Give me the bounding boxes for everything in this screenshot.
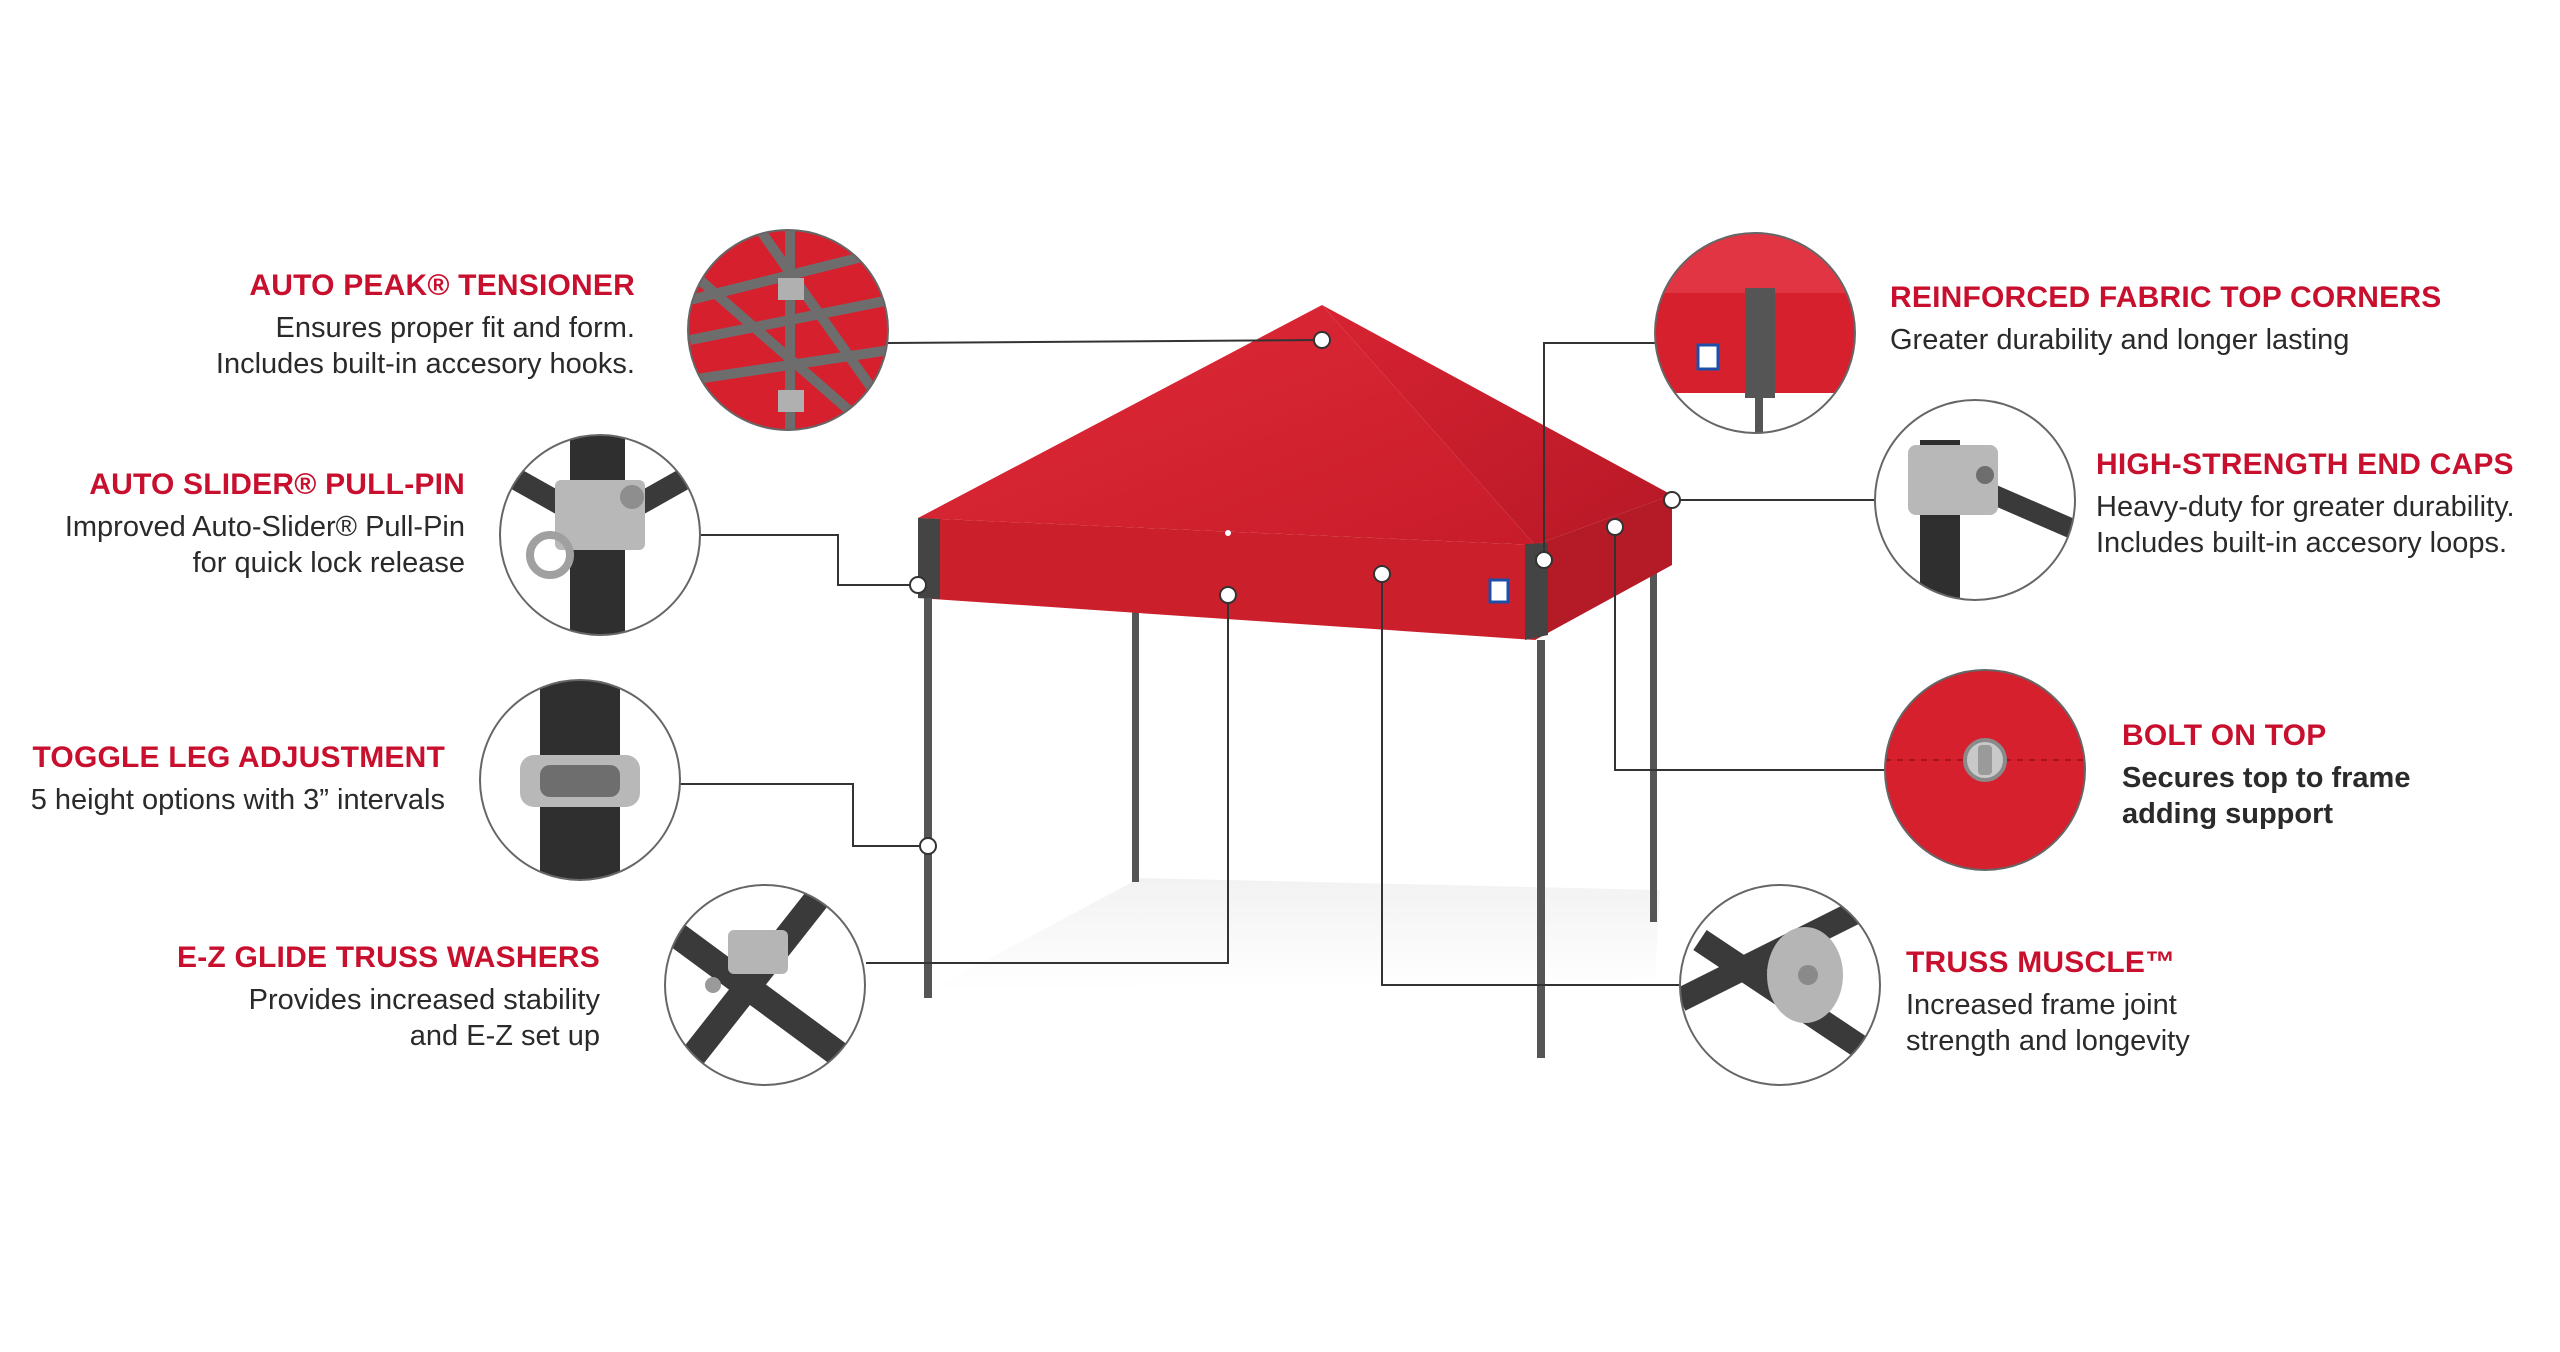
tent-leg-front-right bbox=[1537, 640, 1545, 1058]
dot-truss-muscle bbox=[1373, 565, 1391, 583]
feature-desc-line: strength and longevity bbox=[1906, 1025, 2190, 1057]
feature-description: 5 height options with 3” intervals bbox=[0, 782, 445, 818]
detail-end-caps bbox=[1874, 399, 2076, 601]
detail-auto-slider bbox=[499, 434, 701, 636]
connector-auto-slider bbox=[700, 534, 918, 586]
ground-shadow bbox=[930, 878, 1660, 990]
feature-description: Ensures proper fit and form. Includes bu… bbox=[0, 310, 635, 382]
detail-bolt-top bbox=[1884, 669, 2086, 871]
feature-title: AUTO PEAK® TENSIONER bbox=[249, 269, 635, 302]
feature-title: E-Z GLIDE TRUSS WASHERS bbox=[177, 941, 600, 974]
feature-auto-slider: AUTO SLIDER® PULL-PIN Improved Auto-Slid… bbox=[0, 467, 465, 581]
dot-truss-washers bbox=[1219, 586, 1237, 604]
feature-bolt-top: BOLT ON TOP Secures top to frame adding … bbox=[2122, 718, 2560, 832]
connector-truss-muscle bbox=[1381, 574, 1680, 986]
canopy-grommet bbox=[1225, 530, 1231, 536]
feature-description: Improved Auto-Slider® Pull-Pin for quick… bbox=[0, 509, 465, 581]
feature-desc-line: Includes built-in accesory loops. bbox=[2096, 527, 2508, 559]
tent-leg-back-right bbox=[1650, 560, 1657, 922]
dot-auto-peak bbox=[1313, 331, 1331, 349]
feature-desc-line: adding support bbox=[2122, 798, 2334, 830]
feature-desc-line: Greater durability and longer lasting bbox=[1890, 324, 2350, 356]
connector-truss-washers bbox=[866, 595, 1229, 964]
feature-description: Greater durability and longer lasting bbox=[1890, 322, 2560, 358]
detail-toggle-leg bbox=[479, 679, 681, 881]
detail-fabric-corners bbox=[1654, 232, 1856, 434]
feature-fabric-corners: REINFORCED FABRIC TOP CORNERS Greater du… bbox=[1890, 280, 2560, 358]
canopy-roof-left bbox=[918, 305, 1535, 545]
feature-truss-washers: E-Z GLIDE TRUSS WASHERS Provides increas… bbox=[0, 940, 600, 1054]
detail-truss-washers bbox=[664, 884, 866, 1086]
connector-fabric-corners bbox=[1543, 342, 1655, 555]
feature-truss-muscle: TRUSS MUSCLE™ Increased frame joint stre… bbox=[1906, 945, 2560, 1059]
feature-toggle-leg: TOGGLE LEG ADJUSTMENT 5 height options w… bbox=[0, 740, 445, 818]
feature-desc-line: Ensures proper fit and form. bbox=[275, 312, 635, 344]
detail-truss-muscle bbox=[1679, 884, 1881, 1086]
canopy-valance-side bbox=[1535, 495, 1672, 640]
connector-toggle-leg bbox=[680, 783, 925, 847]
feature-desc-line: Increased frame joint bbox=[1906, 989, 2177, 1021]
detail-auto-peak bbox=[687, 229, 889, 431]
feature-desc-line: for quick lock release bbox=[192, 547, 465, 579]
feature-desc-line: and E-Z set up bbox=[409, 1020, 600, 1052]
dot-auto-slider bbox=[909, 576, 927, 594]
feature-desc-line: 5 height options with 3” intervals bbox=[30, 784, 445, 816]
feature-title: REINFORCED FABRIC TOP CORNERS bbox=[1890, 281, 2442, 314]
connector-bolt-top bbox=[1614, 527, 1885, 771]
feature-title: BOLT ON TOP bbox=[2122, 719, 2327, 752]
feature-desc-line: Secures top to frame bbox=[2122, 762, 2411, 794]
feature-title: TRUSS MUSCLE™ bbox=[1906, 946, 2176, 979]
connector-lines bbox=[680, 339, 1885, 986]
feature-description: Heavy-duty for greater durability. Inclu… bbox=[2096, 489, 2560, 561]
feature-auto-peak: AUTO PEAK® TENSIONER Ensures proper fit … bbox=[0, 268, 635, 382]
feature-title: AUTO SLIDER® PULL-PIN bbox=[89, 468, 465, 501]
tent-leg-front-left bbox=[924, 598, 932, 998]
feature-desc-line: Includes built-in accesory hooks. bbox=[215, 348, 635, 380]
feature-title: HIGH-STRENGTH END CAPS bbox=[2096, 448, 2514, 481]
dot-bolt-top bbox=[1606, 518, 1624, 536]
feature-description: Increased frame joint strength and longe… bbox=[1906, 987, 2560, 1059]
tent-leg-back-left bbox=[1132, 610, 1139, 882]
dot-fabric-corners bbox=[1535, 551, 1553, 569]
connector-auto-peak bbox=[887, 339, 1323, 344]
feature-desc-line: Provides increased stability bbox=[248, 984, 600, 1016]
connector-dots bbox=[909, 331, 1681, 855]
dot-end-caps bbox=[1663, 491, 1681, 509]
feature-desc-line: Heavy-duty for greater durability. bbox=[2096, 491, 2515, 523]
feature-title: TOGGLE LEG ADJUSTMENT bbox=[32, 741, 445, 774]
feature-description: Secures top to frame adding support bbox=[2122, 760, 2560, 832]
feature-desc-line: Improved Auto-Slider® Pull-Pin bbox=[64, 511, 465, 543]
feature-end-caps: HIGH-STRENGTH END CAPS Heavy-duty for gr… bbox=[2096, 447, 2560, 561]
canopy-logo-badge bbox=[1488, 578, 1510, 604]
feature-description: Provides increased stability and E-Z set… bbox=[0, 982, 600, 1054]
canopy-roof-right bbox=[1322, 305, 1672, 545]
dot-toggle-leg bbox=[919, 837, 937, 855]
canopy-valance-front bbox=[918, 518, 1535, 640]
